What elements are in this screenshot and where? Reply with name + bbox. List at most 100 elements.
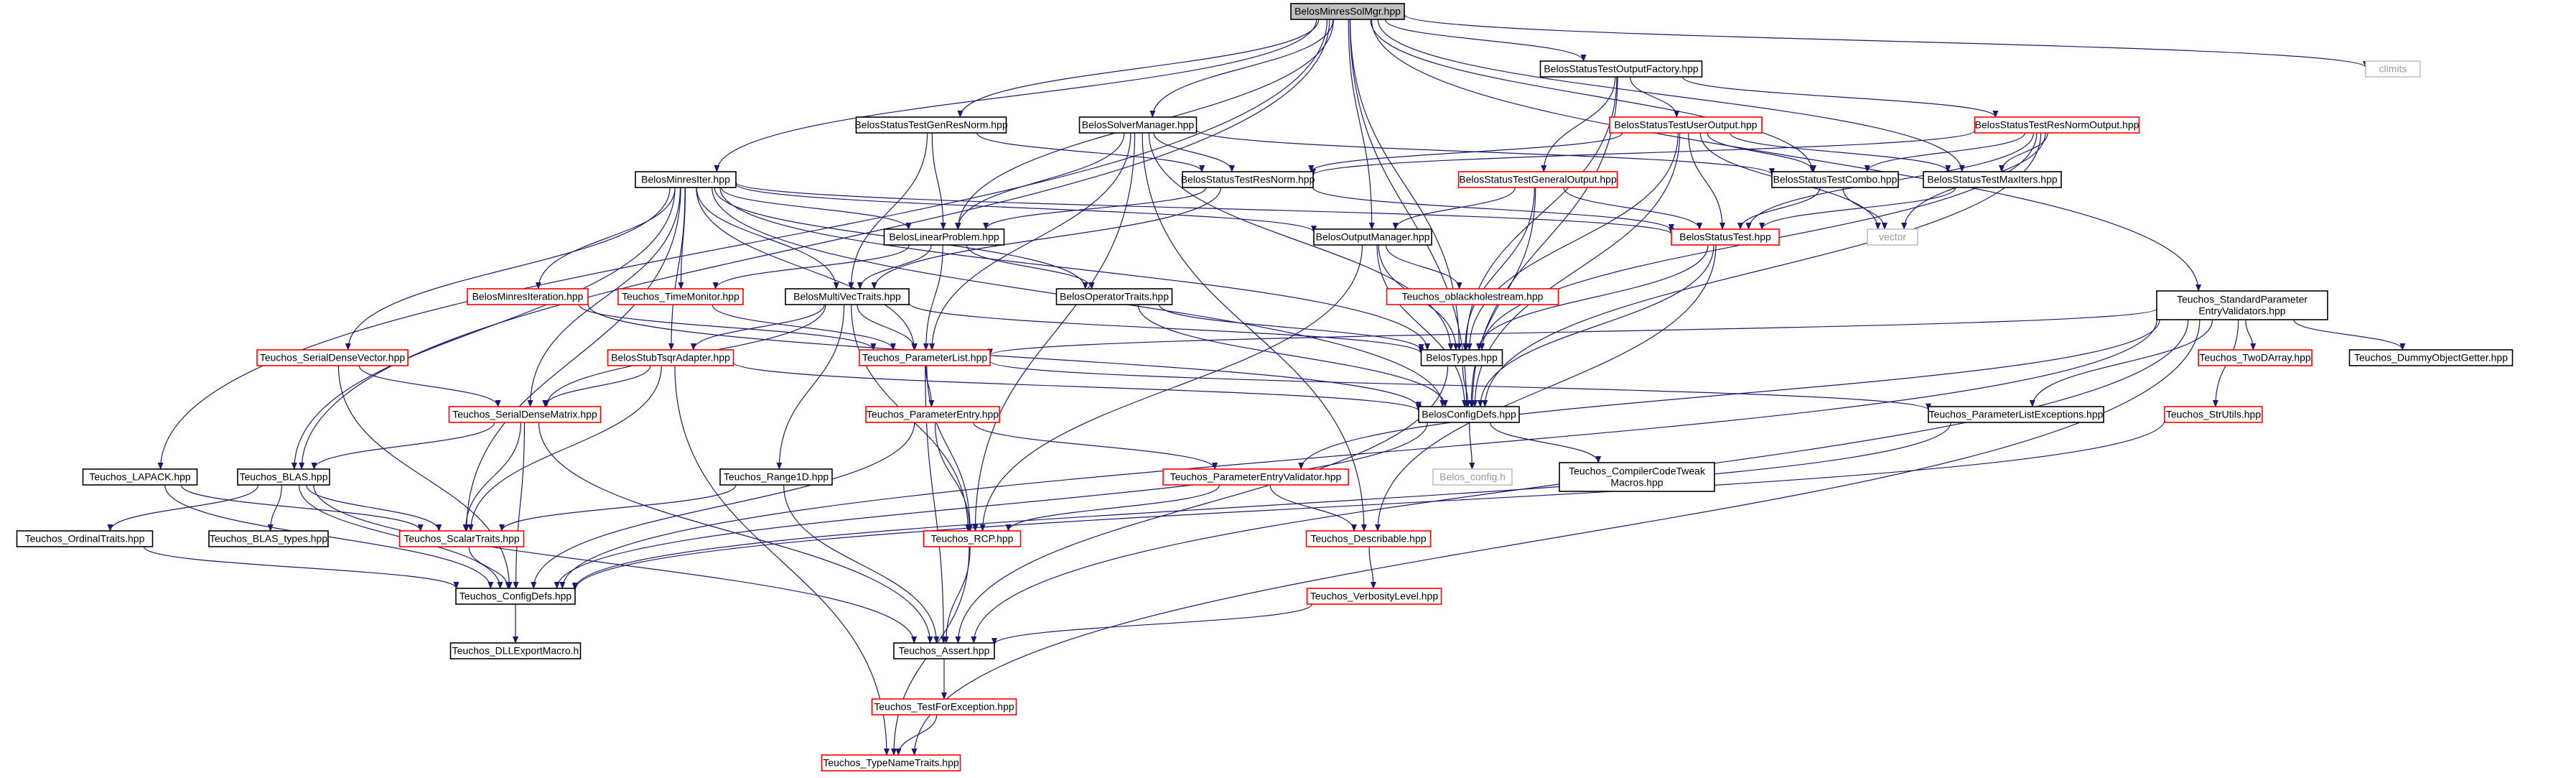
- node-box: [1457, 171, 1618, 188]
- edge-n0-to-n2: [1404, 14, 2369, 68]
- node-teuchos-serialdensematrix-hpp[interactable]: Teuchos_SerialDenseMatrix.hpp: [448, 406, 602, 423]
- edge-n4-to-n12: [955, 132, 1125, 230]
- node-label: Teuchos_Assert.hpp: [899, 645, 990, 657]
- edge-n16-to-n24: [578, 304, 877, 351]
- node-box: [1559, 462, 1715, 492]
- node-box: [256, 349, 409, 366]
- edge-n5-to-n11: [1730, 132, 1951, 172]
- node-belosmultivectraits-hpp[interactable]: BelosMultiVecTraits.hpp: [785, 288, 910, 305]
- edge-n11-to-n14: [1759, 187, 1956, 230]
- node-label: Teuchos_ScalarTraits.hpp: [403, 533, 520, 545]
- node-box: [2156, 290, 2328, 320]
- edge-n18-to-n24: [857, 304, 918, 351]
- node-teuchos-describable-hpp[interactable]: Teuchos_Describable.hpp: [1305, 530, 1432, 547]
- node-teuchos-typenametraits-hpp[interactable]: Teuchos_TypeNameTraits.hpp: [821, 754, 961, 772]
- edge-n7-to-n34: [291, 187, 676, 470]
- node-climits[interactable]: climits: [2365, 60, 2421, 78]
- node-teuchos-oblackholestream-hpp[interactable]: Teuchos_oblackholestream.hpp: [1386, 288, 1559, 305]
- node-box: [1418, 406, 1520, 423]
- node-teuchos-configdefs-hpp[interactable]: Teuchos_ConfigDefs.hpp: [455, 588, 576, 605]
- node-box: [1078, 116, 1198, 134]
- node-belosoutputmanager-hpp[interactable]: BelosOutputManager.hpp: [1313, 228, 1432, 246]
- node-belosstatustestcombo-hpp[interactable]: BelosStatusTestCombo.hpp: [1771, 171, 1899, 188]
- node-label: Teuchos_CompilerCodeTweak: [1569, 466, 1706, 477]
- node-box: [635, 171, 737, 188]
- node-belosminressolmgr-hpp[interactable]: BelosMinresSolMgr.hpp: [1290, 3, 1405, 20]
- node-label: BelosMinresSolMgr.hpp: [1294, 6, 1401, 17]
- node-box: [785, 288, 910, 305]
- node-belosstatustestresnormoutput-hpp[interactable]: BelosStatusTestResNormOutput.hpp: [1974, 116, 2140, 134]
- node-teuchos-timemonitor-hpp[interactable]: Teuchos_TimeMonitor.hpp: [617, 288, 744, 305]
- edge-n30-to-n37: [1469, 422, 1475, 470]
- node-box: [2365, 60, 2421, 78]
- node-teuchos-scalartraits-hpp[interactable]: Teuchos_ScalarTraits.hpp: [398, 530, 525, 547]
- node-box: [2348, 349, 2514, 366]
- node-box: [1182, 171, 1314, 188]
- node-teuchos-rcp-hpp[interactable]: Teuchos_RCP.hpp: [923, 530, 1022, 547]
- node-teuchos-dummyobjectgetter-hpp[interactable]: Teuchos_DummyObjectGetter.hpp: [2348, 349, 2514, 366]
- node-belos-config-h[interactable]: Belos_config.h: [1432, 468, 1513, 486]
- node-label: BelosStatusTestGenResNorm.hpp: [854, 119, 1007, 131]
- node-belosminresiter-hpp[interactable]: BelosMinresIter.hpp: [635, 171, 737, 188]
- node-teuchos-assert-hpp[interactable]: Teuchos_Assert.hpp: [893, 642, 995, 659]
- node-teuchos-verbositylevel-hpp[interactable]: Teuchos_VerbosityLevel.hpp: [1306, 588, 1442, 605]
- node-teuchos-blas-hpp[interactable]: Teuchos_BLAS.hpp: [237, 468, 330, 486]
- node-box: [237, 468, 330, 486]
- node-belosstatustestresnorm-hpp[interactable]: BelosStatusTestResNorm.hpp: [1181, 171, 1315, 188]
- node-label: BelosConfigDefs.hpp: [1422, 409, 1516, 420]
- node-teuchos-standardparameter-entryvalidators-hpp[interactable]: Teuchos_StandardParameterEntryValidators…: [2156, 290, 2328, 320]
- node-vector[interactable]: vector: [1867, 228, 1918, 246]
- node-label: Teuchos_TypeNameTraits.hpp: [823, 757, 959, 769]
- node-teuchos-serialdensevector-hpp[interactable]: Teuchos_SerialDenseVector.hpp: [256, 349, 409, 366]
- edge-n13-to-n20: [1385, 244, 1462, 290]
- node-teuchos-dllexportmacro-h[interactable]: Teuchos_DLLExportMacro.h: [449, 642, 582, 659]
- edge-n0-to-n11: [1377, 19, 1965, 172]
- node-beloslinearproblem-hpp[interactable]: BelosLinearProblem.hpp: [883, 228, 1005, 246]
- edge-n1-to-n25: [1463, 76, 1618, 351]
- edge-n7-to-n18: [696, 187, 839, 290]
- node-belosminresiteration-hpp[interactable]: BelosMinresIteration.hpp: [467, 288, 589, 305]
- edge-n23-to-n49: [674, 365, 890, 756]
- node-teuchos-parameterentry-hpp[interactable]: Teuchos_ParameterEntry.hpp: [865, 406, 1000, 423]
- edge-n34-to-n47: [313, 484, 918, 644]
- node-teuchos-parameterlistexceptions-hpp[interactable]: Teuchos_ParameterListExceptions.hpp: [1928, 406, 2104, 423]
- edge-n36-to-n43: [1269, 484, 1357, 532]
- node-belosstatustestuseroutput-hpp[interactable]: BelosStatusTestUserOutput.hpp: [1609, 116, 1763, 134]
- node-belostypes-hpp[interactable]: BelosTypes.hpp: [1420, 349, 1503, 366]
- edge-n13-to-n42: [979, 244, 1363, 532]
- node-belosstubtsqradapter-hpp[interactable]: BelosStubTsqrAdapter.hpp: [607, 349, 734, 366]
- edge-n22-to-n28: [358, 365, 501, 407]
- node-belosconfigdefs-hpp[interactable]: BelosConfigDefs.hpp: [1418, 406, 1520, 423]
- node-box: [1290, 3, 1405, 20]
- node-box: [1539, 60, 1703, 78]
- node-belosstatustestgeneraloutput-hpp[interactable]: BelosStatusTestGeneralOutput.hpp: [1457, 171, 1618, 188]
- node-label: BelosStatusTestUserOutput.hpp: [1614, 119, 1757, 131]
- edge-n24-to-n29: [925, 365, 935, 407]
- edge-n7-to-n12: [720, 187, 912, 230]
- edge-n0-to-n7: [714, 19, 1317, 172]
- node-box: [82, 468, 198, 486]
- node-teuchos-range1d-hpp[interactable]: Teuchos_Range1D.hpp: [719, 468, 833, 486]
- node-box: [1432, 468, 1513, 486]
- edge-n9-to-n25: [1462, 187, 1535, 351]
- node-teuchos-blas-types-hpp[interactable]: Teuchos_BLAS_types.hpp: [208, 530, 329, 547]
- node-teuchos-parameterlist-hpp[interactable]: Teuchos_ParameterList.hpp: [859, 349, 991, 366]
- node-belosstatustestgenresnorm-hpp[interactable]: BelosStatusTestGenResNorm.hpp: [854, 116, 1008, 134]
- node-teuchos-strutils-hpp[interactable]: Teuchos_StrUtils.hpp: [2164, 406, 2263, 423]
- node-box: [449, 642, 582, 659]
- node-teuchos-lapack-hpp[interactable]: Teuchos_LAPACK.hpp: [82, 468, 198, 486]
- node-label: BelosOutputManager.hpp: [1316, 231, 1430, 243]
- edge-n18-to-n35: [776, 304, 845, 470]
- node-teuchos-ordinaltraits-hpp[interactable]: Teuchos_OrdinalTraits.hpp: [16, 530, 154, 547]
- node-teuchos-twodarray-hpp[interactable]: Teuchos_TwoDArray.hpp: [2198, 349, 2313, 366]
- node-teuchos-parameterentryvalidator-hpp[interactable]: Teuchos_ParameterEntryValidator.hpp: [1162, 468, 1349, 486]
- node-belosstatustestmaxiters-hpp[interactable]: BelosStatusTestMaxIters.hpp: [1923, 171, 2062, 188]
- node-label: Teuchos_ParameterList.hpp: [862, 352, 988, 363]
- node-belosoperatortraits-hpp[interactable]: BelosOperatorTraits.hpp: [1055, 288, 1173, 305]
- node-layer: BelosMinresSolMgr.hppBelosStatusTestOutp…: [16, 3, 2514, 772]
- node-belosstatustestoutputfactory-hpp[interactable]: BelosStatusTestOutputFactory.hpp: [1539, 60, 1703, 78]
- node-belossolvermanager-hpp[interactable]: BelosSolverManager.hpp: [1078, 116, 1198, 134]
- node-belosstatustest-hpp[interactable]: BelosStatusTest.hpp: [1671, 228, 1780, 246]
- node-teuchos-testforexception-hpp[interactable]: Teuchos_TestForException.hpp: [871, 698, 1017, 716]
